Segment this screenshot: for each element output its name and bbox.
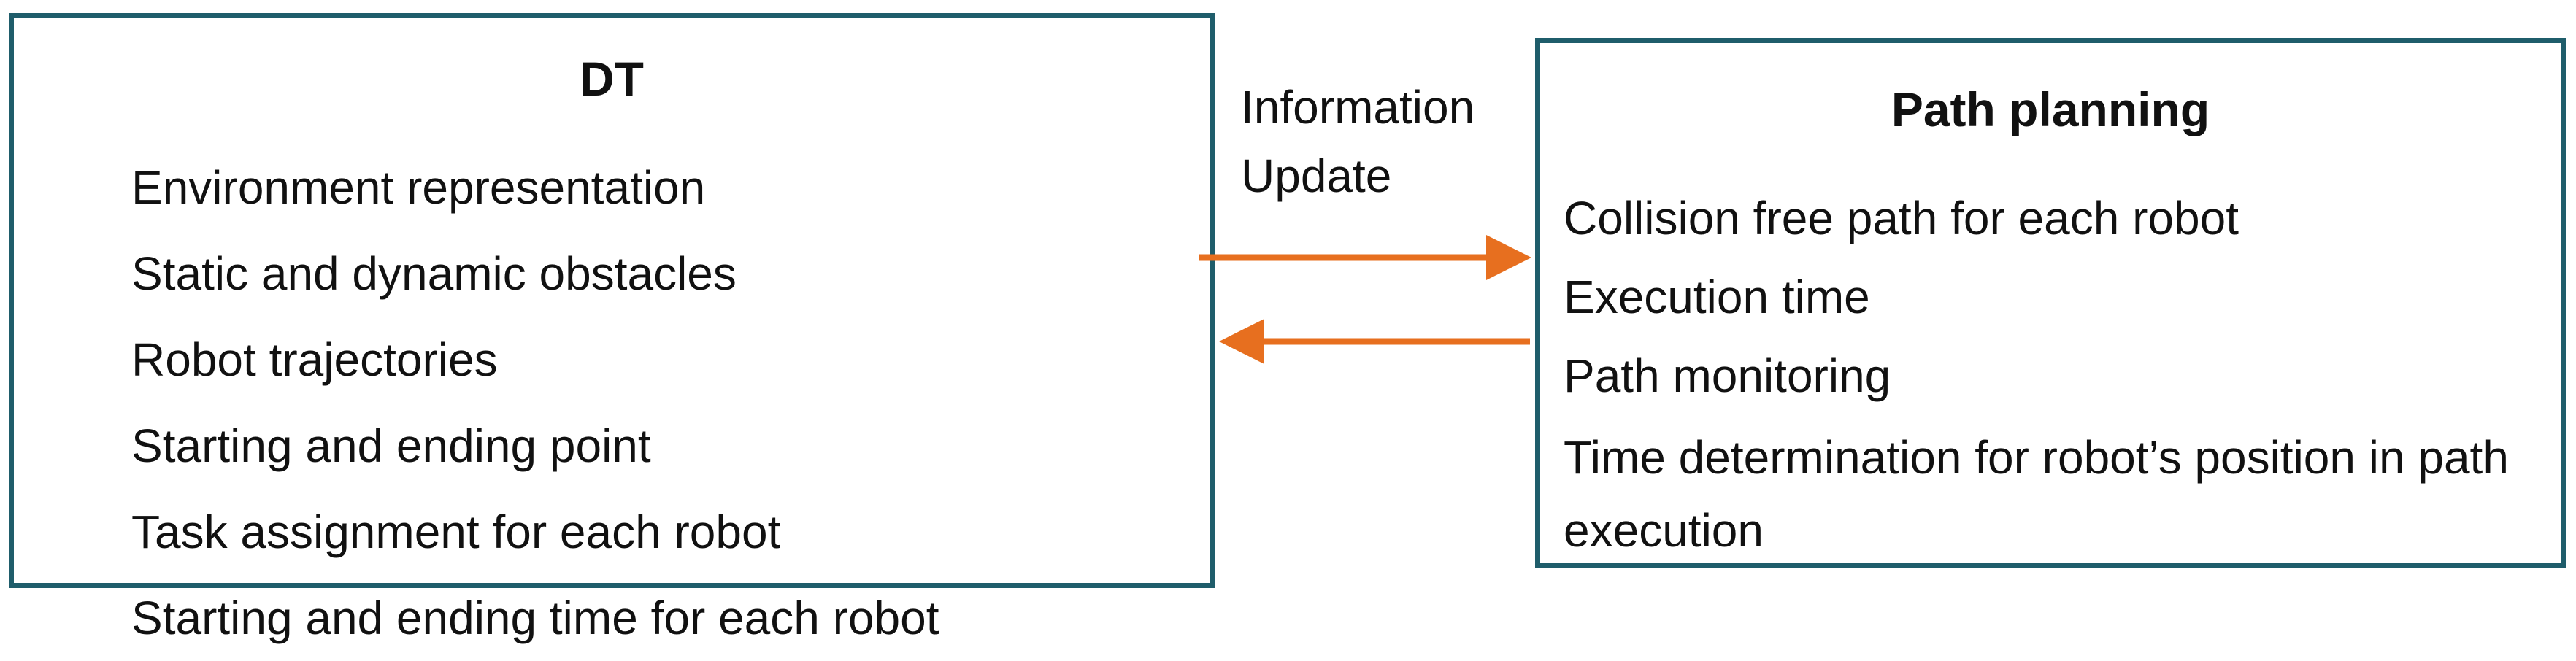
pp-item-execution-time: Execution time [1564, 271, 1870, 323]
pp-item-path-monitoring: Path monitoring [1564, 349, 1891, 402]
pp-item-time-determination: Time determination for robot’s position … [1564, 431, 2509, 557]
arrow-path-planning-to-dt [1219, 319, 1530, 364]
dt-item-robot-trajectories: Robot trajectories [131, 333, 498, 386]
dt-item-starting-ending-time: Starting and ending time for each robot [131, 592, 939, 644]
dt-item-starting-ending-point: Starting and ending point [131, 420, 651, 472]
information-update-label-line2: Update [1241, 150, 1392, 202]
information-update-label-line1: Information [1241, 81, 1475, 134]
path-planning-title: Path planning [1891, 82, 2210, 136]
dt-item-environment-representation: Environment representation [131, 161, 706, 214]
pp-item-collision-free-path: Collision free path for each robot [1564, 192, 2239, 244]
dt-item-static-dynamic-obstacles: Static and dynamic obstacles [131, 247, 737, 300]
dt-box: DT Environment representation Static and… [9, 13, 1215, 644]
path-planning-item-list: Collision free path for each robot Execu… [1564, 179, 2542, 567]
arrow-dt-to-path-planning [1199, 235, 1531, 280]
arrow-right-head [1486, 235, 1531, 280]
information-update-label: Information Update [1241, 73, 1475, 210]
dt-item-task-assignment: Task assignment for each robot [131, 506, 781, 558]
arrow-left-head [1219, 319, 1264, 364]
dt-item-list: Environment representation Static and dy… [131, 144, 939, 661]
path-planning-box: Path planning Collision free path for ea… [1535, 38, 2566, 568]
dt-title: DT [580, 52, 644, 106]
